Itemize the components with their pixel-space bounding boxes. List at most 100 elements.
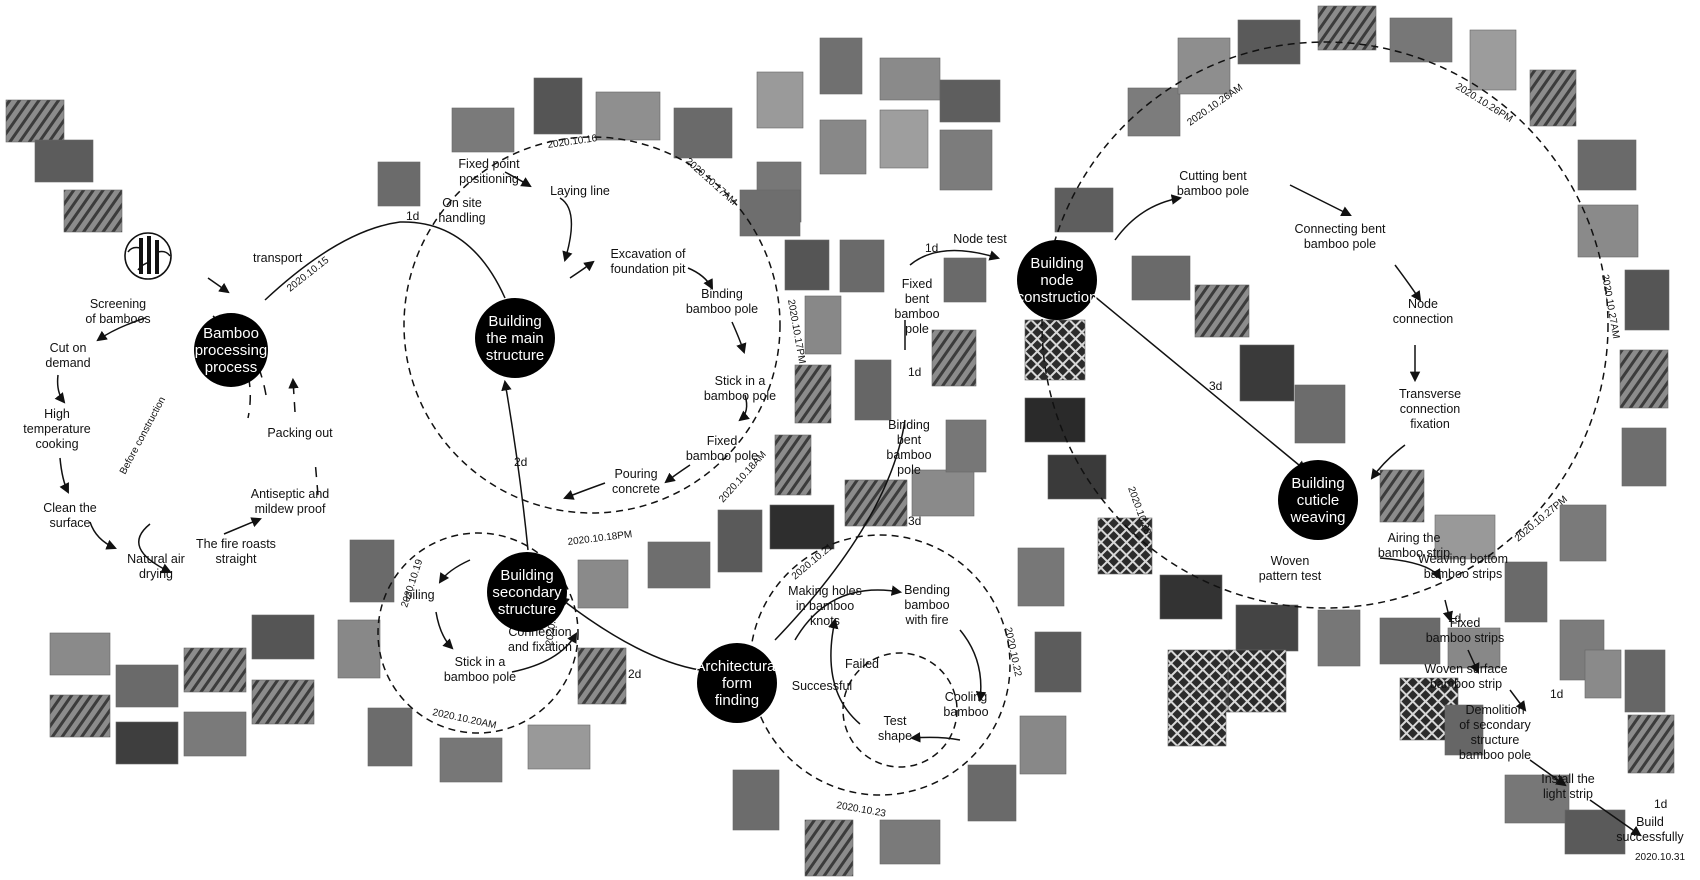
hub-label: Building xyxy=(1030,255,1083,272)
photo-bamboo-cut xyxy=(34,139,94,183)
photo-form-1 xyxy=(1017,547,1065,607)
duration-label: 1d xyxy=(1550,687,1563,701)
photo-weave-site-4 xyxy=(1444,704,1484,756)
photo-node-8 xyxy=(1529,69,1577,127)
photo-site-23 xyxy=(844,479,908,527)
photo-node-13 xyxy=(1621,427,1667,487)
hub-label: process xyxy=(205,359,258,376)
hub-label: Bamboo xyxy=(203,325,259,342)
photo-sec-1 xyxy=(349,539,395,603)
photo-sec-5 xyxy=(527,724,591,770)
date-label: 2020.10.20AM xyxy=(431,707,497,731)
photo-weave-site-5 xyxy=(1379,469,1425,523)
date-label: 2020.10.22 xyxy=(1002,626,1023,678)
date-label: 2020.10.17PM xyxy=(785,299,807,365)
photo-weave-4 xyxy=(1097,517,1153,575)
photo-poles xyxy=(49,694,111,738)
duration-label: 2d xyxy=(514,455,527,469)
date-label: 2020.10.16 xyxy=(547,133,599,151)
hub-label: structure xyxy=(486,347,544,364)
connector-processing-main xyxy=(264,221,506,301)
photo-form-7 xyxy=(732,769,780,831)
photo-node-10 xyxy=(1577,204,1639,258)
step-label-processing: Packing out xyxy=(267,426,333,440)
date-label: 2020.10.23 xyxy=(835,800,887,820)
photo-site-18 xyxy=(794,364,832,424)
photo-site-16 xyxy=(839,239,885,293)
photo-drying xyxy=(183,711,247,757)
photo-form-4 xyxy=(967,764,1017,822)
duration-label: 3d xyxy=(908,514,921,528)
photo-site-15 xyxy=(784,239,830,291)
photo-thumbnails xyxy=(5,5,1675,877)
photo-node-6 xyxy=(1389,17,1453,63)
hub-label: node xyxy=(1040,272,1073,289)
photo-site-26 xyxy=(945,419,987,473)
photo-form-3 xyxy=(1019,715,1067,775)
photo-form-5 xyxy=(879,819,941,865)
photo-weave-site-2 xyxy=(1379,617,1441,665)
photo-site-27 xyxy=(943,257,987,303)
date-label: 2020.10.18PM xyxy=(567,529,633,548)
photo-sec-4 xyxy=(439,737,503,783)
photo-form-2 xyxy=(1034,631,1082,693)
hub-label: Building xyxy=(1291,475,1344,492)
hub-circle xyxy=(194,313,268,387)
photo-sec-2 xyxy=(337,619,381,679)
hub-label: form xyxy=(722,675,752,692)
duration-label: 1d xyxy=(1448,611,1461,625)
duration-label: 1d xyxy=(925,241,938,255)
connector-bent-node xyxy=(909,249,1001,266)
photo-sec-8 xyxy=(647,541,711,589)
step-label-main: Laying line xyxy=(550,184,610,198)
hub-label: Architectural xyxy=(695,658,778,675)
photo-site-13 xyxy=(939,129,993,191)
hub-label: cuticle xyxy=(1297,492,1340,509)
photo-site-11 xyxy=(819,119,867,175)
photo-weave-6 xyxy=(1235,604,1299,652)
hub-circle xyxy=(1278,460,1358,540)
photo-stacked-poles xyxy=(251,679,315,725)
date-label: 2020.10.31 xyxy=(1635,852,1685,863)
photo-bamboo-forest xyxy=(5,99,65,143)
hub-circle xyxy=(475,298,555,378)
hub-circle xyxy=(697,643,777,723)
photo-worker xyxy=(251,614,315,660)
photo-node-14 xyxy=(1559,504,1607,562)
hub-label: Building xyxy=(500,567,553,584)
photo-site-24 xyxy=(911,469,975,517)
step-label-bent: Node test xyxy=(953,232,1007,246)
photo-node-18 xyxy=(1294,384,1346,444)
photo-site-19 xyxy=(854,359,892,421)
date-label: 2020.10.27AM xyxy=(1599,274,1621,340)
photo-node-1 xyxy=(1054,187,1114,233)
photo-site-7 xyxy=(819,37,863,95)
